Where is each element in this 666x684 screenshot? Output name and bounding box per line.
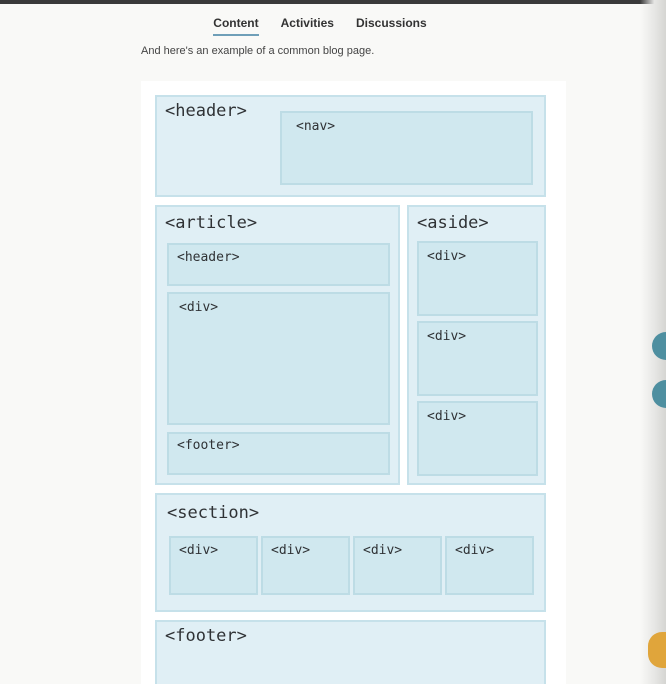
diagram-section-div-box: <div>: [169, 536, 258, 595]
diagram-section-div-label: <div>: [363, 543, 403, 558]
tab-discussions[interactable]: Discussions: [355, 16, 427, 30]
diagram-section-div-label: <div>: [271, 543, 311, 558]
intro-text: And here's an example of a common blog p…: [141, 45, 375, 57]
diagram-article-header-box: <header>: [167, 243, 390, 286]
diagram-nav-label: <nav>: [296, 119, 336, 134]
diagram-article-footer-label: <footer>: [177, 438, 240, 453]
diagram-section-box: <section> <div> <div> <div> <div>: [155, 493, 546, 612]
diagram-header-label: <header>: [165, 101, 247, 121]
top-bar: [0, 0, 666, 4]
diagram-nav-box: <nav>: [280, 111, 533, 185]
diagram-footer-label: <footer>: [165, 626, 247, 646]
diagram-article-header-label: <header>: [177, 250, 240, 265]
content-tabs: Content Activities Discussions: [0, 16, 640, 36]
diagram-aside-div-box: <div>: [417, 241, 538, 316]
diagram-section-label: <section>: [167, 503, 260, 523]
diagram-aside-div-label: <div>: [427, 249, 467, 264]
diagram-aside-div-label: <div>: [427, 329, 467, 344]
chat-button[interactable]: [648, 632, 666, 668]
diagram-article-footer-box: <footer>: [167, 432, 390, 475]
tab-content[interactable]: Content: [213, 16, 259, 36]
diagram-article-box: <article> <header> <div> <footer>: [155, 205, 400, 485]
side-action-button[interactable]: [652, 332, 666, 360]
diagram-section-div-label: <div>: [455, 543, 495, 558]
diagram-section-div-label: <div>: [179, 543, 219, 558]
diagram-section-div-box: <div>: [445, 536, 534, 595]
diagram-section-div-box: <div>: [261, 536, 350, 595]
diagram-footer-box: <footer>: [155, 620, 546, 684]
diagram-article-div-label: <div>: [179, 300, 219, 315]
diagram-aside-label: <aside>: [417, 213, 489, 233]
tab-activities[interactable]: Activities: [280, 16, 334, 30]
diagram-article-div-box: <div>: [167, 292, 390, 425]
side-action-button[interactable]: [652, 380, 666, 408]
diagram-aside-div-box: <div>: [417, 401, 538, 476]
blog-layout-diagram: <header> <nav> <article> <header> <div> …: [141, 81, 566, 684]
diagram-aside-div-box: <div>: [417, 321, 538, 396]
diagram-aside-box: <aside> <div> <div> <div>: [407, 205, 546, 485]
diagram-section-div-box: <div>: [353, 536, 442, 595]
diagram-aside-div-label: <div>: [427, 409, 467, 424]
diagram-header-box: <header> <nav>: [155, 95, 546, 197]
diagram-article-label: <article>: [165, 213, 258, 233]
